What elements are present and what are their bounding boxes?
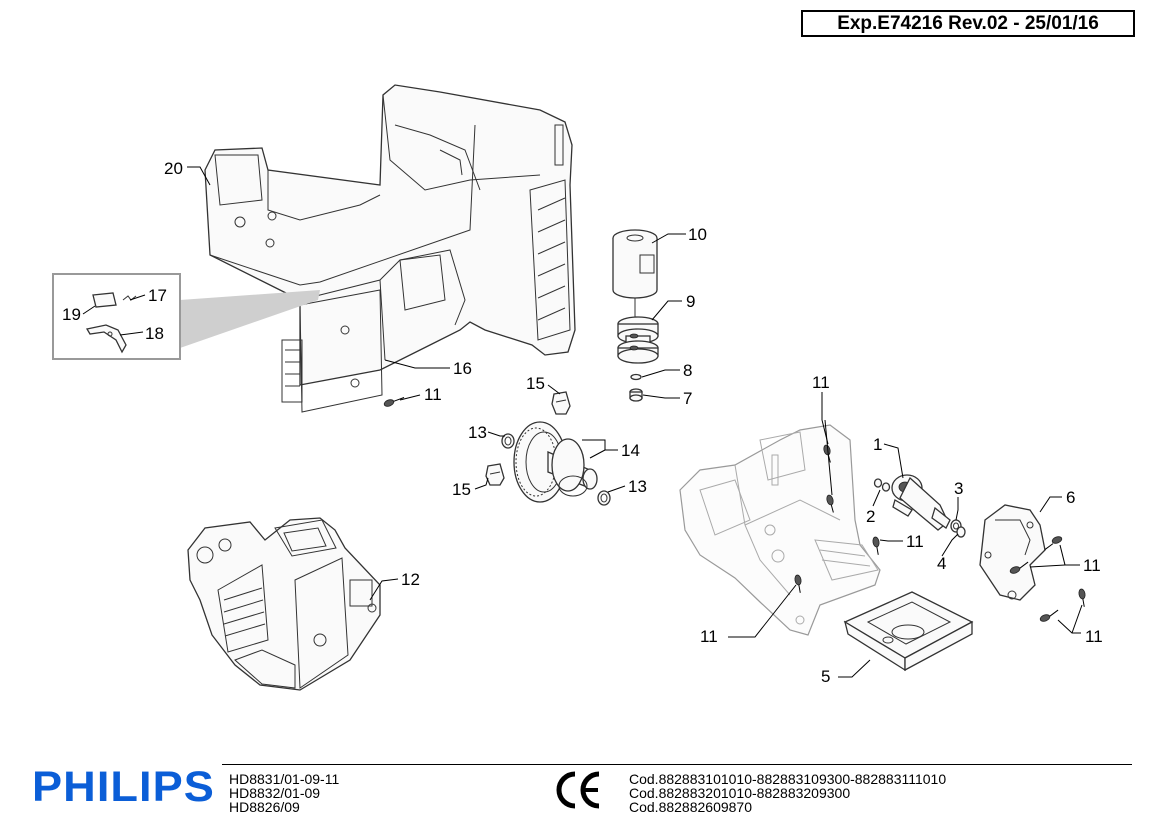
revision-box: Exp.E74216 Rev.02 - 25/01/16 (801, 10, 1135, 37)
cover-plate-part-6 (979, 504, 1046, 601)
callout-10: 10 (688, 225, 707, 244)
code-line: Cod.882883101010-882883109300-8828831110… (629, 771, 947, 787)
callout-1: 1 (873, 435, 882, 454)
ce-mark-icon (556, 771, 600, 809)
callout-13-b: 13 (628, 477, 647, 496)
o-ring-part-2 (873, 478, 891, 492)
motor-part-10 (612, 229, 658, 322)
callout-5: 5 (821, 667, 830, 686)
revision-text: Exp.E74216 Rev.02 - 25/01/16 (837, 12, 1099, 34)
model-list: HD8831/01-09-11 HD8832/01-09 HD8826/09 (229, 772, 339, 814)
callout-11-c: 11 (906, 532, 924, 551)
o-ring-part-13-bottom (597, 490, 611, 506)
callout-9: 9 (686, 292, 695, 311)
callout-8: 8 (683, 361, 692, 380)
callout-18: 18 (145, 324, 164, 343)
callout-11-f: 11 (700, 627, 718, 646)
drip-tray-part-5 (843, 591, 974, 672)
base-frame (679, 424, 881, 636)
callout-3: 3 (954, 479, 963, 498)
model-line: HD8831/01-09-11 (229, 771, 340, 787)
o-ring-part-4 (956, 526, 966, 538)
callout-4: 4 (937, 554, 946, 573)
main-frame-part-20 (204, 84, 576, 413)
callout-11-a: 11 (424, 385, 442, 404)
callout-11-d: 11 (1083, 556, 1101, 575)
callout-13-a: 13 (468, 423, 487, 442)
o-ring-part-13-top (501, 433, 515, 449)
callout-14: 14 (621, 441, 640, 460)
callout-7: 7 (683, 389, 692, 408)
screw-part-11 (383, 397, 1086, 622)
coupling-part-9 (617, 316, 659, 364)
gear-assembly-part-14 (513, 421, 598, 503)
leader-lines (82, 166, 1083, 678)
clip-part-15-top (551, 391, 571, 415)
callout-15-b: 15 (452, 480, 471, 499)
brand-logo: PHILIPS (32, 763, 215, 811)
callout-20: 20 (164, 159, 183, 178)
bush-part-7 (629, 388, 643, 402)
callout-labels: 20 17 18 19 16 11 10 9 8 7 15 13 14 15 1… (62, 159, 1103, 686)
callout-12: 12 (401, 570, 420, 589)
product-codes: Cod.882883101010-882883109300-8828831110… (629, 772, 946, 814)
model-line: HD8826/09 (229, 799, 300, 815)
callout-15-a: 15 (526, 374, 545, 393)
callout-17: 17 (148, 286, 167, 305)
valve-part-1 (891, 474, 951, 531)
washer-part-8 (630, 373, 642, 381)
callout-19: 19 (62, 305, 81, 324)
code-line: Cod.882883201010-882883209300 (629, 785, 851, 801)
code-line: Cod.882882609870 (629, 799, 753, 815)
callout-16: 16 (453, 359, 472, 378)
inset-detail-box (52, 273, 320, 360)
model-line: HD8832/01-09 (229, 785, 321, 801)
footer-divider (222, 764, 1132, 765)
callout-6: 6 (1066, 488, 1075, 507)
clip-part-15-bottom (485, 463, 505, 486)
brew-group-part-12 (187, 517, 381, 691)
callout-2: 2 (866, 507, 875, 526)
callout-11-b: 11 (812, 373, 830, 392)
callout-11-e: 11 (1085, 627, 1103, 646)
